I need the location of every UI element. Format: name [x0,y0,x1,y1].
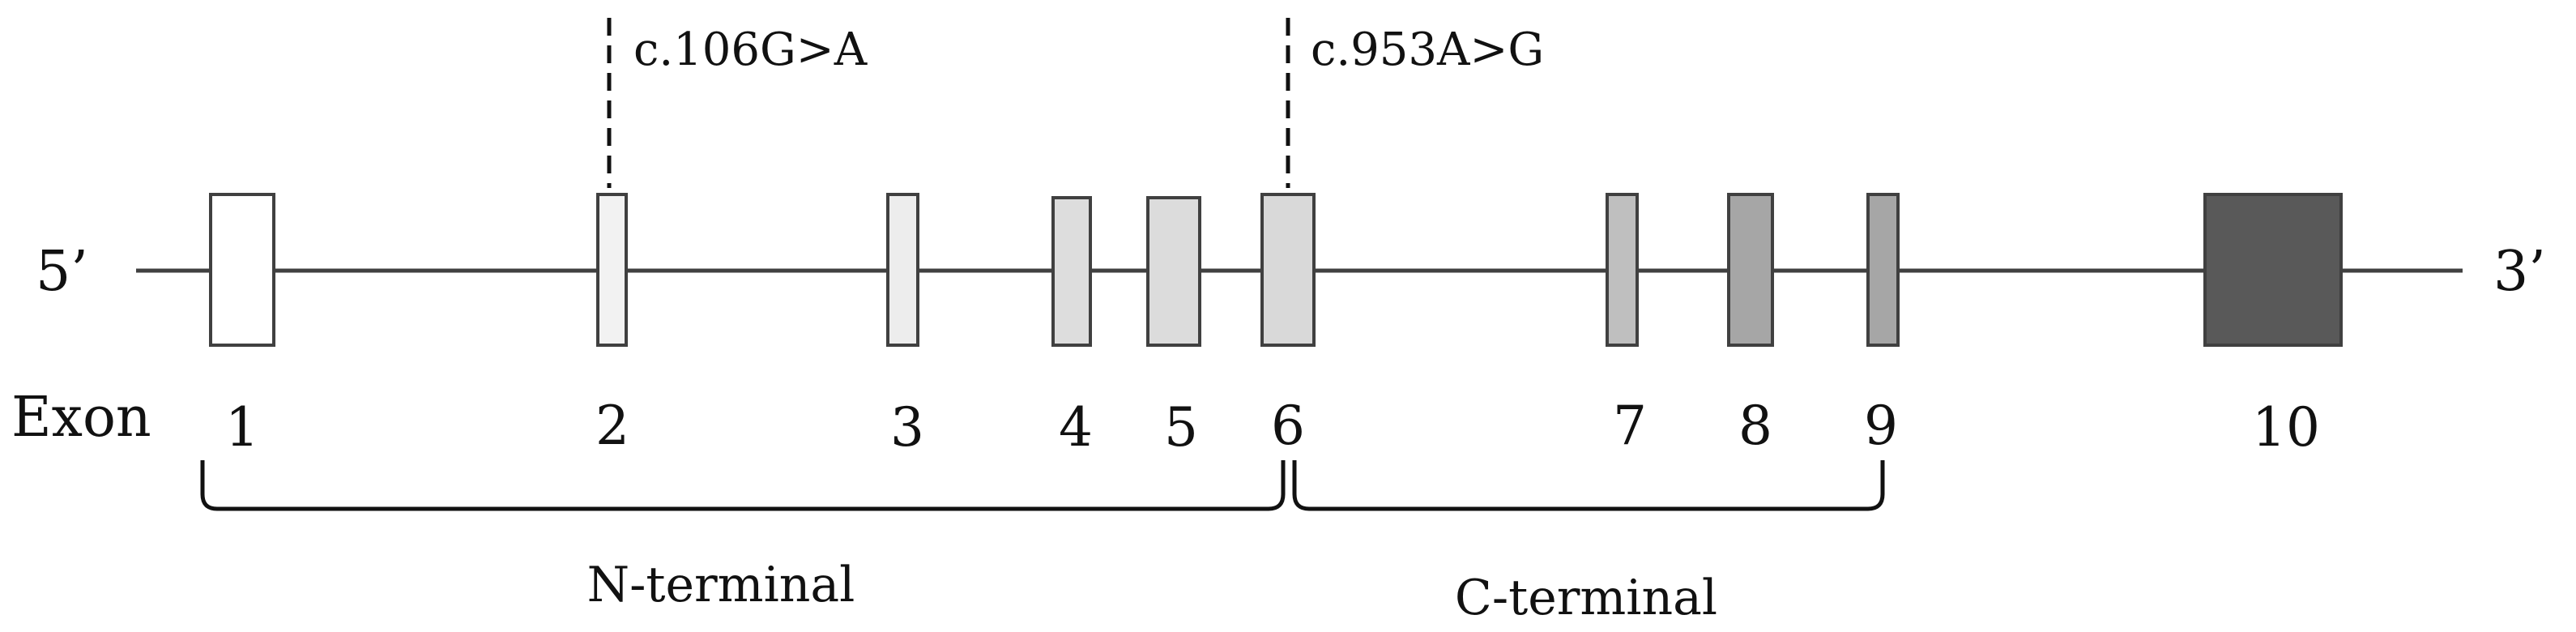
exon-number: 1 [225,396,259,459]
exon-numbers: 1 2 3 4 5 6 7 8 9 10 [225,395,2320,459]
c-terminal-bracket [1292,460,1885,511]
exon-boxes [209,193,2343,347]
exon-row-label: Exon [11,386,151,450]
exon-number: 2 [595,395,629,457]
exon-3-box [886,193,919,347]
three-prime-label: 3’ [2493,240,2546,304]
n-terminal-bracket [200,460,1286,511]
exon-number: 6 [1271,395,1305,457]
exon-7-box [1606,193,1639,347]
exon-4-box [1051,196,1092,347]
exon-number: 9 [1864,395,1898,457]
n-terminal-label: N-terminal [587,557,855,613]
exon-number: 5 [1164,396,1198,459]
exon-5-box [1146,196,1201,347]
mutation-label: c.953A>G [1311,23,1544,76]
c-terminal-label: C-terminal [1455,570,1717,626]
exon-1-box [209,193,275,347]
mutation-label: c.106G>A [633,23,868,76]
exon-9-box [1866,193,1900,347]
exon-8-box [1727,193,1774,347]
exon-number: 10 [2252,396,2320,459]
mutation-marker: c.106G>A [607,18,868,188]
five-prime-label: 5’ [36,240,88,304]
exon-number: 4 [1059,396,1093,459]
exon-2-box [596,193,628,347]
exon-number: 7 [1613,395,1647,457]
exon-number: 8 [1738,395,1772,457]
exon-10-box [2203,193,2343,347]
exon-number: 3 [890,396,924,459]
mutation-marker: c.953A>G [1286,18,1544,188]
exon-6-box [1260,193,1316,347]
